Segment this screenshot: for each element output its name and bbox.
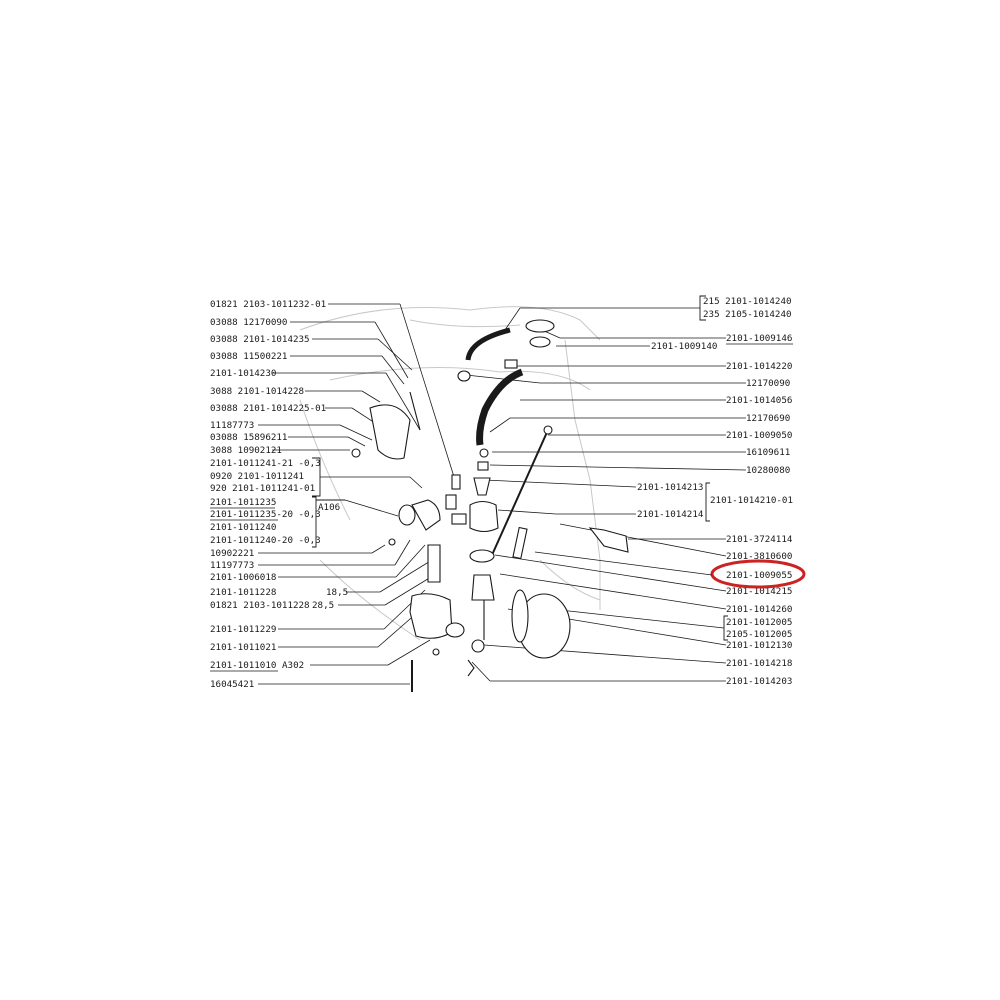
dipstick: [491, 429, 549, 556]
valve-tube: [473, 477, 491, 496]
parts: [351, 319, 629, 692]
cap-gasket: [529, 336, 551, 348]
note-size-2: 28,5: [312, 600, 334, 611]
right-label: 2101-1014215: [726, 586, 792, 597]
left-label: 0920 2101-1011241: [210, 471, 304, 482]
note-size-1: 18,5: [326, 587, 348, 598]
fitting-nut: [477, 461, 489, 471]
left-label: 3088 10902121: [210, 445, 282, 456]
left-label: 03088 2101-1014225-01: [210, 403, 326, 414]
pump-inlet: [445, 622, 465, 638]
left-label: 920 2101-1011241-01: [210, 483, 315, 494]
left-label: 2101-1006018: [210, 572, 276, 583]
pump-coupling: [451, 513, 467, 525]
right-label: 2101-1009146: [726, 333, 792, 344]
pump-shaft: [427, 544, 441, 583]
left-label: 01821 2103-1011228: [210, 600, 310, 611]
left-label: 03088 15896211: [210, 432, 287, 443]
right-label: 2101-1012130: [726, 640, 792, 651]
right-label: 2101-1014203: [726, 676, 792, 687]
pump-spacer: [451, 474, 461, 490]
right-label: 2101-1014056: [726, 395, 792, 406]
left-label: 11197773: [210, 560, 254, 571]
dipstick-ring: [543, 425, 553, 435]
pump-shaft-collar: [445, 494, 457, 510]
left-label: 11187773: [210, 420, 254, 431]
hose-fitting: [457, 370, 471, 382]
left-label: 2101-1011240-20 -0,3: [210, 535, 321, 546]
left-label: 2101-1011235: [210, 497, 276, 508]
left-label: 03088 12170090: [210, 317, 287, 328]
right-label: 2101-3724114: [726, 534, 793, 545]
left-label: 03088 2101-1014235: [210, 334, 310, 345]
right-label: 2101-1009140: [651, 341, 717, 352]
right-label: 12170690: [746, 413, 790, 424]
breather-hose-lower: [476, 368, 524, 446]
left-label: 01821 2103-1011232-01: [210, 299, 326, 310]
left-label: 2101-1011021: [210, 642, 276, 653]
left-label: 2101-1014230: [210, 368, 276, 379]
pump-washer: [432, 648, 440, 656]
note-a302: A302: [282, 660, 304, 671]
oil-filter-face: [511, 589, 529, 643]
pressure-sensor: [588, 527, 629, 553]
left-label: 2101-1011229: [210, 624, 276, 635]
left-label: 2101-1011235-20 -0,3: [210, 509, 321, 520]
right-label-highlighted: 2101-1009055: [726, 570, 792, 581]
left-label: 16045421: [210, 679, 254, 690]
right-label: 10280080: [746, 465, 790, 476]
left-label: 10902221: [210, 548, 254, 559]
left-label: 3088 2101-1014228: [210, 386, 304, 397]
right-label: 12170090: [746, 378, 790, 389]
left-label: 2101-1011240: [210, 522, 276, 533]
pump-cover-bracket: [369, 404, 411, 460]
right-label: 215 2101-1014240: [703, 296, 792, 307]
right-label: 2101-1014214: [637, 509, 704, 520]
highlight-ellipse: [710, 559, 806, 589]
right-label: 2101-1014213: [637, 482, 703, 493]
left-labels: 01821 2103-1011232-01 03088 12170090 030…: [210, 299, 348, 690]
right-label: 2101-1009050: [726, 430, 792, 441]
right-label: 2101-3810600: [726, 551, 792, 562]
fitting-washer: [479, 448, 489, 458]
bracket-bolt: [409, 391, 421, 431]
drain-clip: [467, 659, 475, 677]
right-label: 2105-1012005: [726, 629, 792, 640]
right-labels: 215 2101-1014240 235 2105-1014240 2101-1…: [637, 295, 806, 687]
oil-filter-housing: [471, 574, 495, 601]
right-label: 2101-1014260: [726, 604, 792, 615]
right-label: 235 2105-1014240: [703, 309, 792, 320]
breather-hose-upper: [465, 327, 511, 361]
pump-gear-seal: [398, 504, 416, 526]
left-label: 2101-1011010: [210, 660, 276, 671]
separator-spring: [512, 526, 528, 560]
right-label: 2101-1014218: [726, 658, 792, 669]
left-label: 2101-1011241-21 -0,3: [210, 458, 321, 469]
bracket-left-2: [312, 496, 317, 548]
bracket-right-2: [705, 482, 710, 522]
right-label: 16109611: [746, 447, 790, 458]
hose-clamp: [504, 359, 518, 369]
filler-cap: [525, 319, 555, 333]
right-label: 2101-1014210-01: [710, 495, 793, 506]
right-label: 2101-1012005: [726, 617, 792, 628]
left-label: 03088 11500221: [210, 351, 287, 362]
drain-bolt: [471, 639, 485, 653]
note-a106: A106: [318, 502, 340, 513]
right-label: 2101-1014220: [726, 361, 792, 372]
oil-separator: [469, 500, 499, 533]
pump-drive-gear: [411, 499, 441, 531]
right-leaders: [465, 307, 747, 682]
left-label: 2101-1011228: [210, 587, 276, 598]
small-washer: [388, 538, 396, 546]
seal-cup: [469, 549, 495, 563]
bracket-washer: [351, 448, 361, 458]
